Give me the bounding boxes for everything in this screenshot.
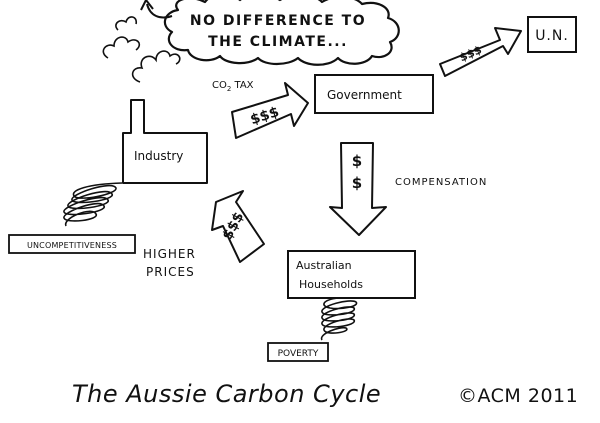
factory-smoke [102,16,181,83]
poverty-label: POVERTY [278,349,319,359]
higher-prices-line2: PRICES [146,265,195,279]
households-label-line1: Australian [296,259,352,272]
households-label-line2: Households [299,278,363,291]
arrow-government-to-un: $$$ [439,27,522,77]
svg-text:CO2 TAX: CO2 TAX [212,80,254,93]
households-spring [320,297,358,341]
government-node: Government [314,74,434,114]
un-node: U.N. [527,16,577,53]
compensation-arrow-money-2: $ [352,174,362,192]
higher-prices-line1: HIGHER [143,247,196,261]
households-node: Australian Households [287,250,416,299]
callout-pointer-arrow [140,0,173,19]
arrow-government-to-households: $ $ [329,142,387,236]
arrow-households-to-industry: $$$ [211,190,265,263]
compensation-label: COMPENSATION [395,177,487,188]
industry-label: Industry [134,149,183,163]
un-label: U.N. [535,28,569,44]
copyright-credit: ©ACM 2011 [458,385,578,407]
higher-prices-label: HIGHER PRICES [143,247,196,279]
industry-spring [63,182,123,227]
callout-text-line2: THE CLIMATE... [208,34,348,50]
arrow-industry-to-government: $$$ [231,82,309,139]
poverty-node: POVERTY [267,342,329,362]
uncompetitiveness-label: UNCOMPETITIVENESS [27,241,117,250]
callout-cloud: NO DIFFERENCE TO THE CLIMATE... [163,0,400,66]
government-label: Government [327,88,402,102]
compensation-arrow-money-1: $ [352,152,362,170]
co2-tax-label: CO2 TAX [212,80,254,93]
un-arrow-money: $$$ [457,43,483,64]
uncompetitiveness-node: UNCOMPETITIVENESS [8,234,136,254]
industry-node: Industry [122,99,208,184]
callout-text-line1: NO DIFFERENCE TO [190,13,366,29]
diagram-title: The Aussie Carbon Cycle [72,380,381,408]
